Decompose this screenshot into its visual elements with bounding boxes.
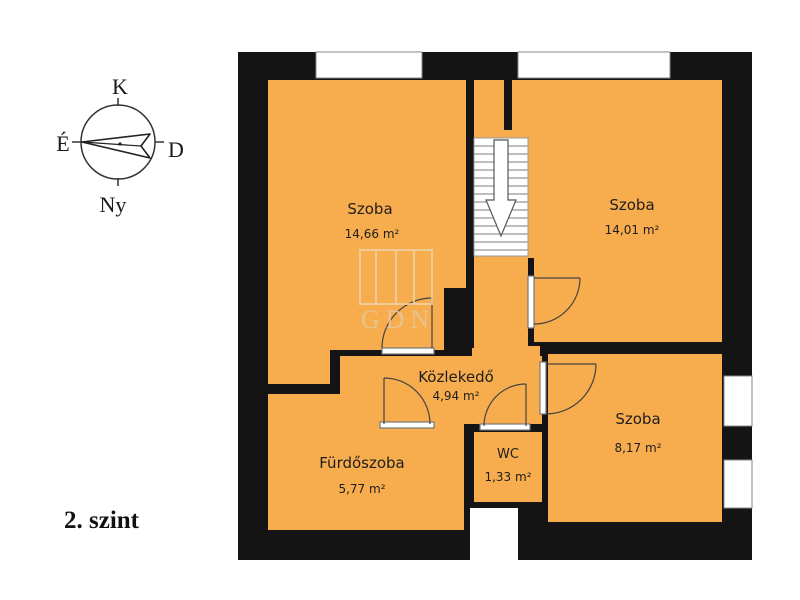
compass-east: D: [168, 137, 184, 162]
compass-south: Ny: [100, 192, 127, 217]
room-name-szoba-2: Szoba: [609, 196, 654, 214]
watermark-logo: GDN: [359, 249, 435, 334]
room-area-szoba-1: 14,66 m²: [345, 227, 400, 241]
room-area-wc: 1,33 m²: [484, 470, 531, 484]
window-right-lower: [723, 459, 753, 509]
room-area-kozlekedo: 4,94 m²: [432, 389, 479, 403]
stair-arrow-icon: [485, 139, 517, 238]
room-area-szoba-3: 8,17 m²: [614, 441, 661, 455]
watermark-text: GDN: [361, 305, 435, 334]
door-szoba-3: [539, 361, 597, 415]
door-szoba-2: [527, 275, 581, 329]
room-name-szoba-1: Szoba: [347, 200, 392, 218]
door-furdoszoba: [379, 377, 435, 429]
floor-areas: [268, 80, 722, 530]
window-top-left: [315, 51, 423, 79]
room-name-kozlekedo: Közlekedő: [418, 368, 494, 386]
level-label: 2. szint: [64, 507, 140, 534]
floor-wc: [474, 432, 542, 502]
compass: K É D Ny: [56, 74, 184, 217]
floor-furdoszoba: [268, 394, 464, 530]
floor-szoba-3: [548, 354, 722, 522]
door-wc: [479, 383, 531, 431]
window-top-right: [517, 51, 671, 79]
room-name-wc: WC: [497, 447, 519, 462]
doors: [379, 275, 597, 431]
bottom-opening: [470, 508, 518, 560]
compass-west: É: [56, 131, 69, 156]
room-area-furdoszoba: 5,77 m²: [338, 482, 385, 496]
room-name-furdoszoba: Fürdőszoba: [319, 454, 405, 472]
window-right-upper: [723, 375, 753, 427]
floor-szoba-2: [512, 80, 722, 342]
room-labels: Szoba 14,66 m² Szoba 14,01 m² Közlekedő …: [319, 196, 661, 496]
room-name-szoba-3: Szoba: [615, 410, 660, 428]
floor-szoba-1: [268, 80, 466, 384]
room-area-szoba-2: 14,01 m²: [605, 223, 660, 237]
staircase: [473, 137, 529, 257]
compass-north: K: [112, 74, 128, 99]
door-szoba-1: [381, 297, 435, 355]
